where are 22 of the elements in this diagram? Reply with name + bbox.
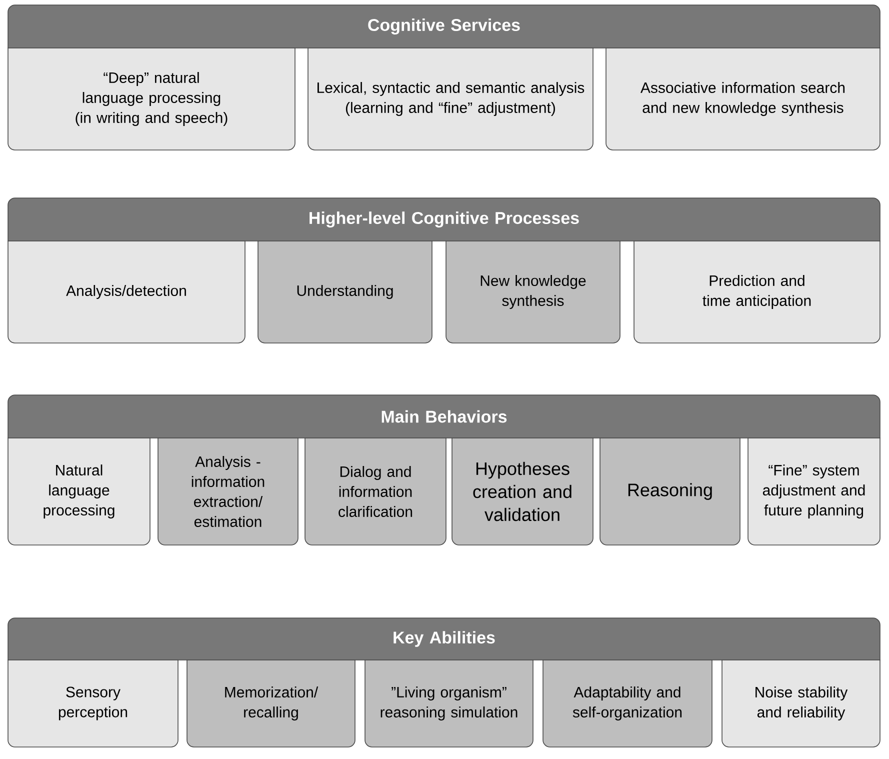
cell-box: Prediction and time anticipation [634, 240, 880, 344]
cell-box: Reasoning [600, 438, 740, 546]
cell-box: ”Living organism” reasoning simulation [364, 660, 534, 748]
cell-box: Memorization/ recalling [186, 660, 356, 748]
cell-box: Adaptability and self-organization [542, 660, 712, 748]
header-bar: Cognitive Services [8, 4, 880, 48]
cell-box: Analysis - information extraction/ estimation [158, 438, 298, 546]
cell-box: Sensory perception [8, 660, 178, 748]
cell-box: “Fine” system adjustment and future planning [748, 438, 880, 546]
cell-box: “Deep” natural language processing (in writing and speech) [8, 48, 296, 150]
cell-box: Lexical, syntactic and semantic analysis (learning and “fine” adjustment) [308, 48, 594, 150]
cell-box: New knowledge synthesis [446, 240, 620, 344]
cell-box: Dialog and information clarification [304, 438, 446, 546]
cell-box: Hypotheses creation and validation [452, 438, 594, 546]
cell-box: Noise stability and reliability [722, 660, 880, 748]
cell-box: Understanding [258, 240, 432, 344]
cell-box: Analysis/detection [8, 240, 246, 344]
cell-box: Natural language processing [8, 438, 150, 546]
header-bar: Higher-level Cognitive Processes [8, 198, 880, 242]
header-bar: Main Behaviors [8, 394, 880, 438]
header-bar: Key Abilities [8, 618, 880, 660]
cell-box: Associative information search and new knowledge synthesis [606, 48, 880, 150]
